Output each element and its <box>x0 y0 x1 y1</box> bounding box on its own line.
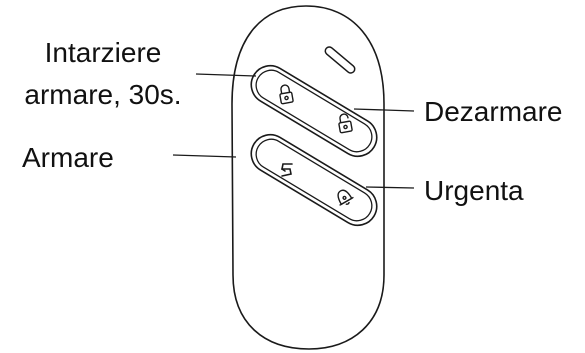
arm-delay-label-line1: Intarziere <box>45 37 162 68</box>
padlock-open-icon <box>338 113 353 134</box>
disarm-leader <box>353 108 415 112</box>
emergency-leader <box>365 186 415 189</box>
remote-body <box>231 5 385 350</box>
arm-leader <box>172 154 237 158</box>
arm-label: Armare <box>22 142 114 173</box>
emergency-button[interactable] <box>334 187 355 208</box>
bottom-button-pill <box>250 133 378 227</box>
swirl-icon <box>281 163 293 177</box>
padlock-closed-icon <box>279 84 294 105</box>
arm-delay-label-line2: armare, 30s. <box>24 79 181 110</box>
disarm-button[interactable] <box>337 113 353 134</box>
arm-delay-button[interactable] <box>278 84 294 105</box>
emergency-label: Urgenta <box>424 175 524 206</box>
alarm-bell-icon <box>337 189 354 206</box>
top-button-pill <box>250 64 378 158</box>
arm-delay-leader <box>195 73 257 77</box>
disarm-label: Dezarmare <box>424 96 562 127</box>
led-indicator <box>324 46 356 74</box>
arm-button[interactable] <box>281 163 293 177</box>
